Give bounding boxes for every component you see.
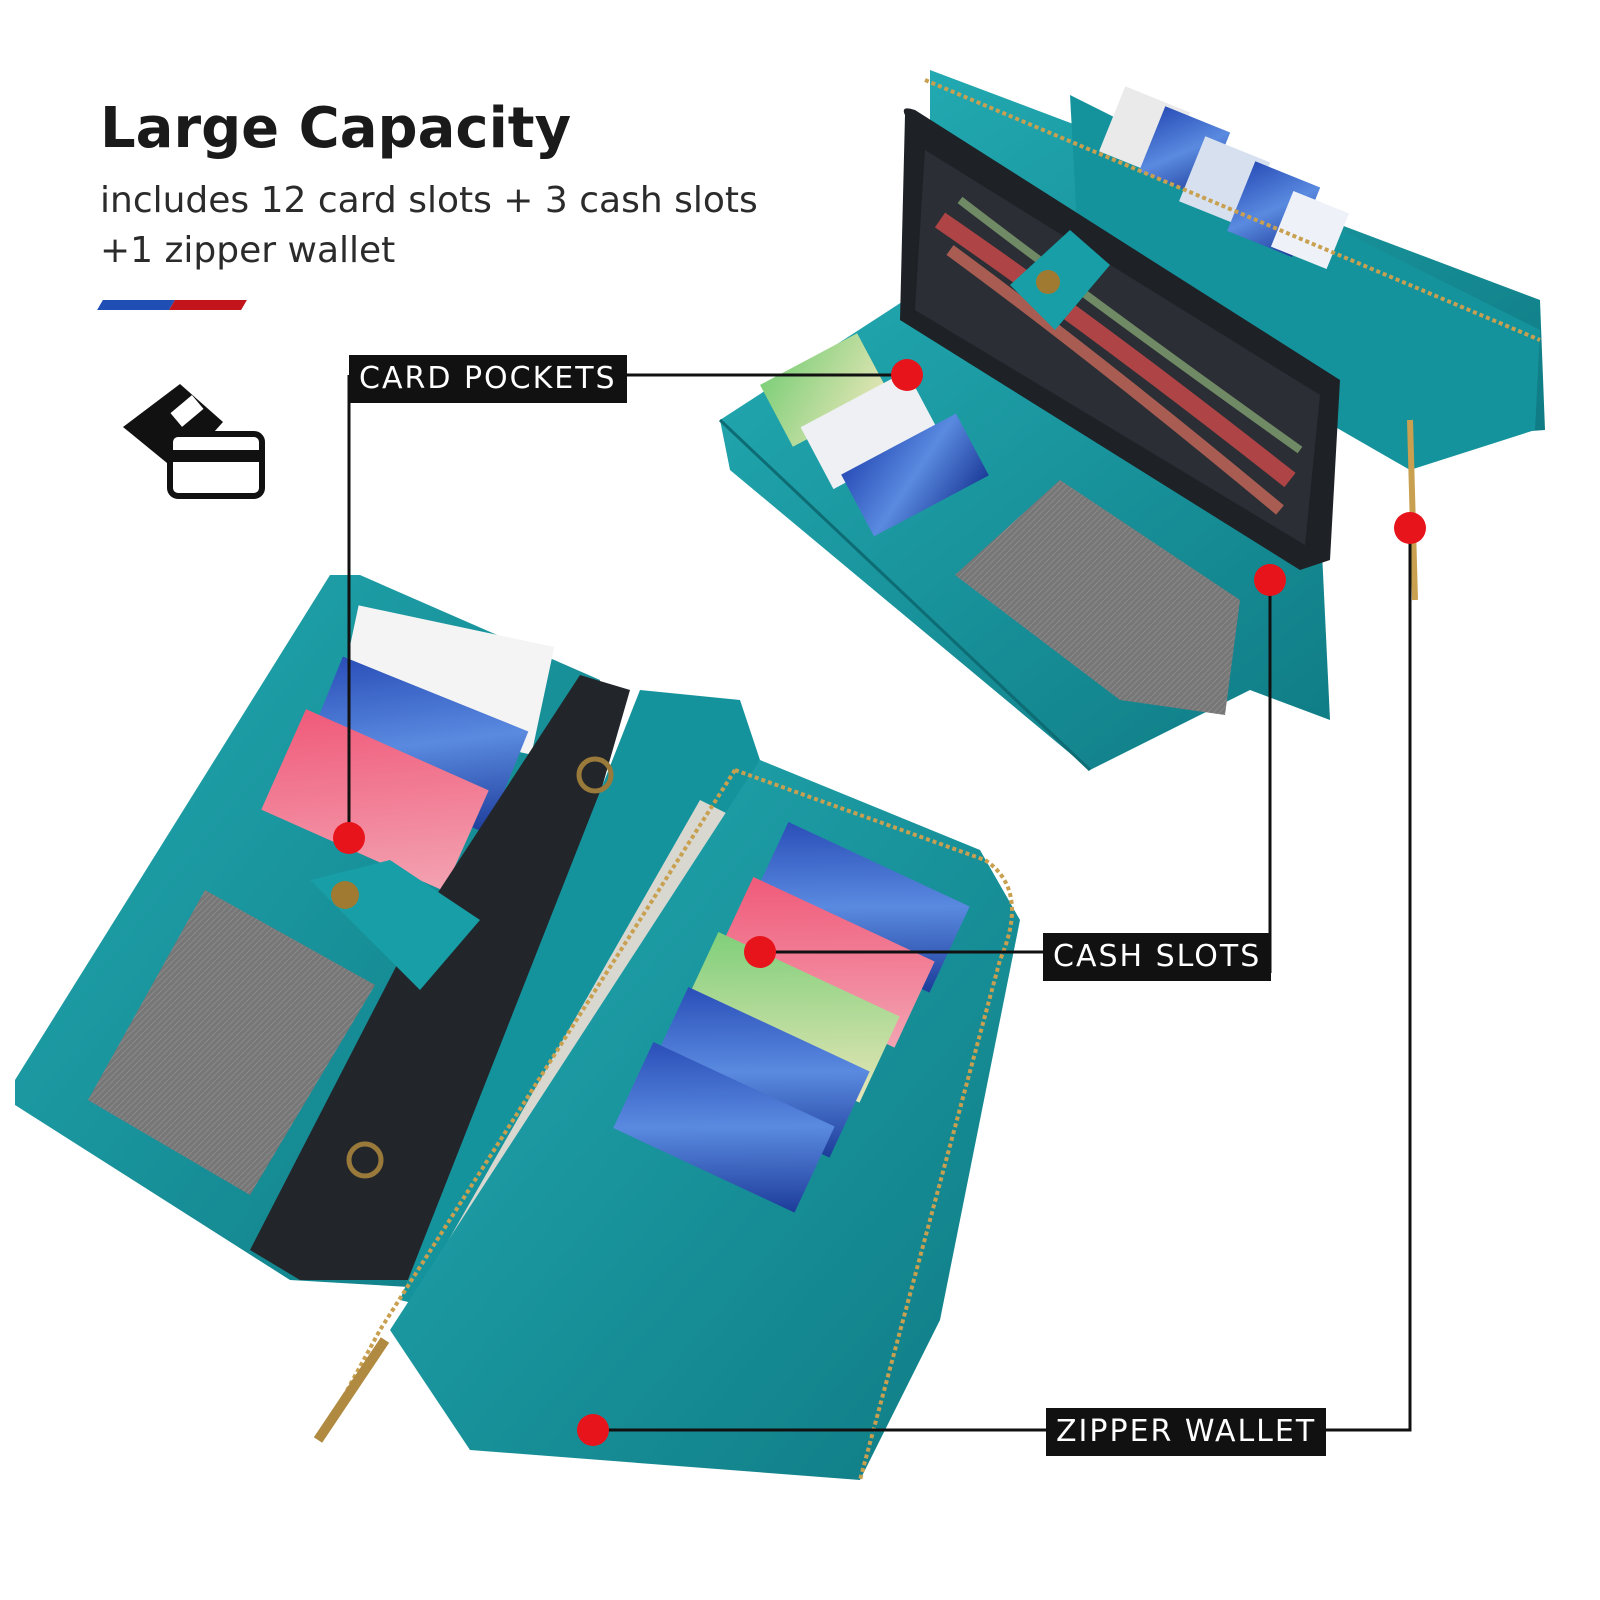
marker-zipper-bottom [577,1414,609,1446]
marker-cash-slots-top [1254,564,1286,596]
marker-cash-slots-cards [744,936,776,968]
flag-stripes [97,300,250,312]
bottom-wallet [15,575,1020,1481]
marker-zipper-top [1394,512,1426,544]
subline-line1: includes 12 card slots + 3 cash slots [100,180,758,221]
markers [333,359,1426,1446]
stripe-blue [97,300,175,310]
subline-line2: +1 zipper wallet [100,230,396,271]
leader-lines [347,373,1412,1432]
top-id-window [955,480,1240,715]
zipper-wallet-label: ZIPPER WALLET [1046,1408,1327,1456]
bottom-id-window [88,890,375,1195]
marker-card-pockets-top [891,359,923,391]
bottom-phone [250,675,630,1280]
top-wallet [718,70,1545,772]
card-pockets-label: CARD POCKETS [349,355,627,403]
card-icon [123,384,265,499]
cash-slots-label: CASH SLOTS [1043,933,1272,981]
headline: Large Capacity [100,96,572,161]
marker-card-pockets-left [333,822,365,854]
stripe-red [169,300,247,310]
